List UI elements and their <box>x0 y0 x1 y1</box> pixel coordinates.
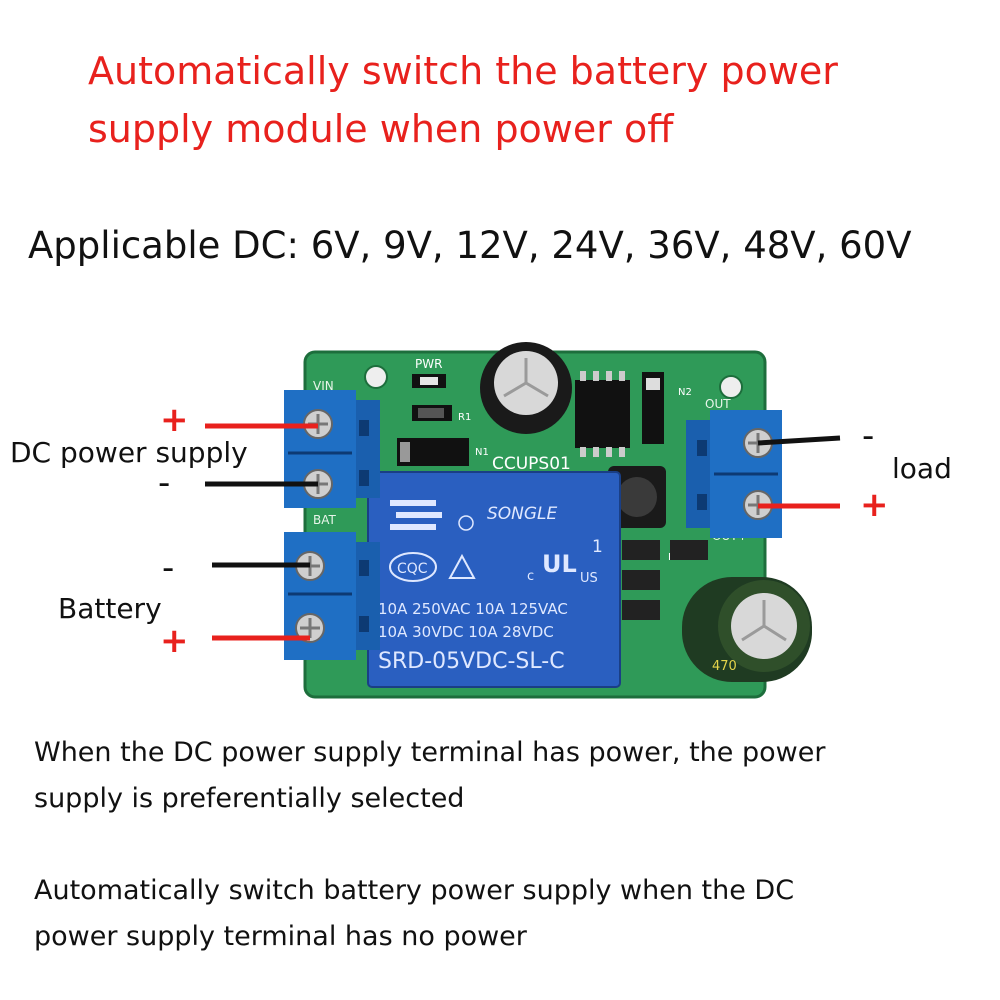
wire-load-negative <box>757 435 841 446</box>
relay-pin-number: 1 <box>592 537 603 557</box>
description-power-priority: When the DC power supply terminal has po… <box>34 737 826 814</box>
r1-label: R1 <box>458 412 471 423</box>
terminal-block-vin <box>284 390 380 508</box>
warning-triangle-icon <box>448 553 476 579</box>
dc-minus-sign: - <box>158 463 171 503</box>
battery-label: Battery <box>58 592 162 625</box>
dc-power-supply-label: DC power supply <box>10 436 248 469</box>
headline-title: Automatically switch the battery power s… <box>88 49 838 151</box>
songle-logo-icon <box>390 500 442 530</box>
load-plus-sign: + <box>860 485 889 525</box>
load-label: load <box>892 452 952 485</box>
relay-c-mark: c <box>527 569 534 584</box>
relay-rating-line-2: 10A 30VDC 10A 28VDC <box>378 623 554 641</box>
out-label: OUT <box>705 397 731 411</box>
bat-label: BAT <box>313 513 337 527</box>
mounting-hole-icon <box>719 375 743 399</box>
relay-brand: SONGLE <box>487 504 558 524</box>
ul-mark-icon: UL <box>542 550 577 578</box>
dc-plus-sign: + <box>160 400 189 440</box>
relay-model: SRD-05VDC-SL-C <box>378 649 565 674</box>
pwr-label: PWR <box>415 357 442 371</box>
relay-cqc: CQC <box>397 561 428 577</box>
n1-label: N1 <box>475 447 489 458</box>
battery-minus-sign: - <box>162 548 175 588</box>
capacitor-value: 470 <box>712 659 737 674</box>
relay-us-mark: US <box>580 571 598 586</box>
description-auto-switch: Automatically switch battery power suppl… <box>34 875 795 952</box>
board-model-label: CCUPS01 <box>492 454 571 474</box>
battery-plus-sign: + <box>160 621 189 661</box>
mounting-hole-icon <box>364 365 388 389</box>
ic-chip <box>575 380 630 448</box>
terminal-block-battery <box>284 532 380 660</box>
vin-label: VIN <box>313 379 334 393</box>
terminal-block-output <box>686 410 782 538</box>
relay-module-illustration: VIN BAT OUT OUT+ PWR R1 R2 N1 N2 L1 CCUP… <box>205 342 841 699</box>
relay-rating-line-1: 10A 250VAC 10A 125VAC <box>378 600 568 618</box>
load-minus-sign: - <box>862 416 875 456</box>
n2-label: N2 <box>678 387 692 398</box>
pwr-led <box>420 377 438 385</box>
applicable-voltages: Applicable DC: 6V, 9V, 12V, 24V, 36V, 48… <box>28 224 912 267</box>
